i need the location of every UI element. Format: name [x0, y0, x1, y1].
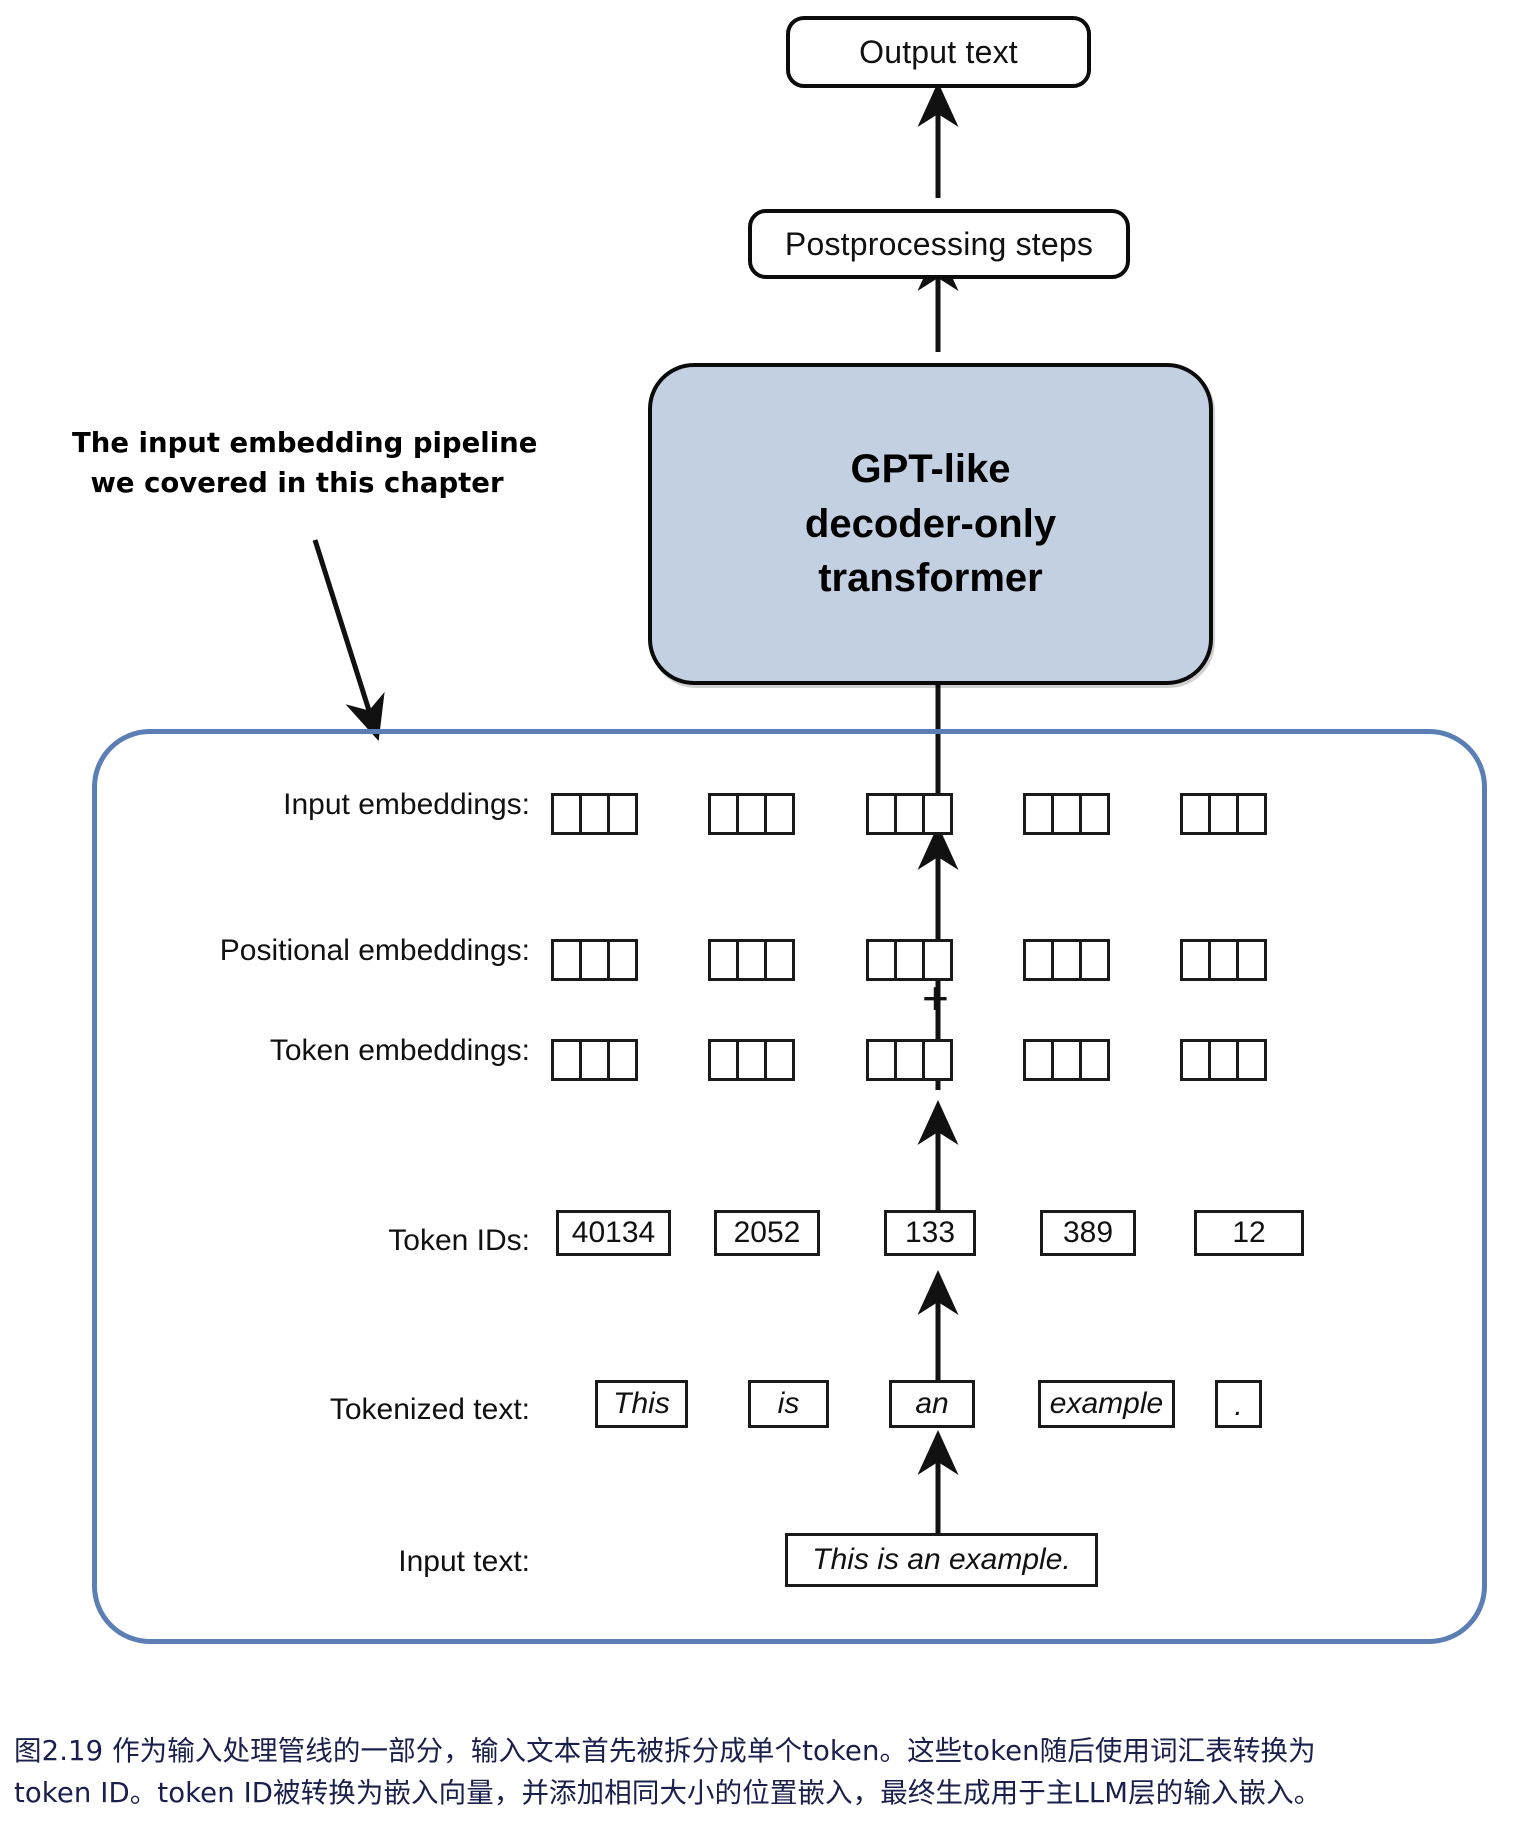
- embedding-group: [1023, 793, 1110, 835]
- token-ids-label: Token IDs:: [388, 1224, 530, 1257]
- embedding-group: [708, 1039, 795, 1081]
- embedding-cell: [579, 1039, 610, 1081]
- postprocessing-steps-label: Postprocessing steps: [784, 225, 1094, 262]
- embedding-group: [1023, 1039, 1110, 1081]
- figure-caption: 图2.19 作为输入处理管线的一部分，输入文本首先被拆分成单个token。这些t…: [14, 1731, 1504, 1815]
- embedding-cell: [764, 1039, 795, 1081]
- embedding-cell: [607, 939, 638, 981]
- embedding-group: [866, 793, 953, 835]
- embedding-cell: [1236, 793, 1267, 835]
- postprocessing-steps-box: Postprocessing steps: [748, 209, 1130, 279]
- positional-embeddings-label: Positional embeddings:: [219, 934, 530, 967]
- embedding-cell: [1023, 793, 1054, 835]
- embedding-cell: [866, 1039, 897, 1081]
- embedding-cell: [1051, 1039, 1082, 1081]
- token-id-box: 133: [884, 1210, 976, 1256]
- token-embeddings-label: Token embeddings:: [269, 1034, 530, 1067]
- embedding-cell: [551, 793, 582, 835]
- embedding-cell: [607, 1039, 638, 1081]
- embedding-cell: [894, 939, 925, 981]
- embedding-cell: [1180, 939, 1211, 981]
- embedding-cell: [866, 793, 897, 835]
- embedding-cell: [1023, 939, 1054, 981]
- embedding-cell: [764, 939, 795, 981]
- token-text-box: example: [1038, 1380, 1175, 1428]
- pipeline-annotation-line1: The input embedding pipeline: [72, 427, 538, 459]
- embedding-cell: [1208, 939, 1239, 981]
- embedding-group: [866, 1039, 953, 1081]
- token-text-box: .: [1215, 1380, 1262, 1428]
- embedding-cell: [1023, 1039, 1054, 1081]
- gpt-transformer-label: GPT-like decoder-only transformer: [804, 446, 1057, 601]
- embedding-group: [708, 793, 795, 835]
- embedding-cell: [1051, 793, 1082, 835]
- embedding-cell: [736, 793, 767, 835]
- output-text-box: Output text: [786, 16, 1091, 88]
- input-text-label: Input text:: [398, 1545, 530, 1578]
- figure-caption-line1: 图2.19 作为输入处理管线的一部分，输入文本首先被拆分成单个token。这些t…: [14, 1735, 1316, 1767]
- embedding-group: [551, 939, 638, 981]
- row-label-input-embeddings: Input embeddings:: [150, 788, 530, 822]
- embedding-cell: [922, 1039, 953, 1081]
- embedding-cell: [866, 939, 897, 981]
- token-text-box: an: [889, 1380, 975, 1428]
- embedding-cell: [708, 939, 739, 981]
- row-label-positional-embeddings: Positional embeddings:: [120, 934, 530, 968]
- embedding-group: [1180, 1039, 1267, 1081]
- input-embedding-pipeline-container: [92, 729, 1487, 1644]
- embedding-cell: [708, 1039, 739, 1081]
- token-id-box: 40134: [556, 1210, 671, 1256]
- embedding-group: [1180, 939, 1267, 981]
- embedding-cell: [764, 793, 795, 835]
- embedding-cell: [708, 793, 739, 835]
- pipeline-annotation: The input embedding pipeline we covered …: [72, 424, 538, 504]
- embedding-cell: [551, 1039, 582, 1081]
- embedding-cell: [922, 793, 953, 835]
- embedding-group: [866, 939, 953, 981]
- embedding-cell: [1180, 1039, 1211, 1081]
- row-label-token-ids: Token IDs:: [150, 1224, 530, 1258]
- figure-caption-line2: token ID。token ID被转换为嵌入向量，并添加相同大小的位置嵌入，最…: [14, 1776, 1322, 1809]
- token-text-box: is: [748, 1380, 829, 1428]
- embedding-cell: [1051, 939, 1082, 981]
- embedding-cell: [1236, 939, 1267, 981]
- token-text-box: This: [595, 1380, 688, 1428]
- token-id-box: 2052: [714, 1210, 820, 1256]
- embedding-cell: [1208, 1039, 1239, 1081]
- gpt-transformer-box: GPT-like decoder-only transformer: [648, 363, 1213, 685]
- row-label-input-text: Input text:: [150, 1545, 530, 1579]
- embedding-cell: [894, 1039, 925, 1081]
- embedding-cell: [1079, 793, 1110, 835]
- token-id-box: 12: [1194, 1210, 1304, 1256]
- tokenized-text-label: Tokenized text:: [329, 1393, 530, 1426]
- embedding-cell: [1208, 793, 1239, 835]
- input-embeddings-label: Input embeddings:: [283, 788, 530, 821]
- embedding-group: [1023, 939, 1110, 981]
- embedding-cell: [607, 793, 638, 835]
- embedding-cell: [736, 939, 767, 981]
- row-label-tokenized-text: Tokenized text:: [150, 1393, 530, 1427]
- plus-operator: +: [922, 972, 949, 1024]
- embedding-cell: [894, 793, 925, 835]
- embedding-cell: [1180, 793, 1211, 835]
- embedding-cell: [1236, 1039, 1267, 1081]
- embedding-group: [708, 939, 795, 981]
- embedding-cell: [1079, 939, 1110, 981]
- token-id-box: 389: [1040, 1210, 1136, 1256]
- row-label-token-embeddings: Token embeddings:: [150, 1034, 530, 1068]
- embedding-cell: [551, 939, 582, 981]
- output-text-label: Output text: [859, 33, 1018, 70]
- pipeline-annotation-line2: we covered in this chapter: [90, 466, 504, 499]
- embedding-group: [551, 793, 638, 835]
- embedding-group: [1180, 793, 1267, 835]
- embedding-cell: [736, 1039, 767, 1081]
- embedding-cell: [922, 939, 953, 981]
- input-text-box: This is an example.: [785, 1533, 1098, 1587]
- embedding-cell: [579, 939, 610, 981]
- embedding-cell: [1079, 1039, 1110, 1081]
- embedding-group: [551, 1039, 638, 1081]
- embedding-cell: [579, 793, 610, 835]
